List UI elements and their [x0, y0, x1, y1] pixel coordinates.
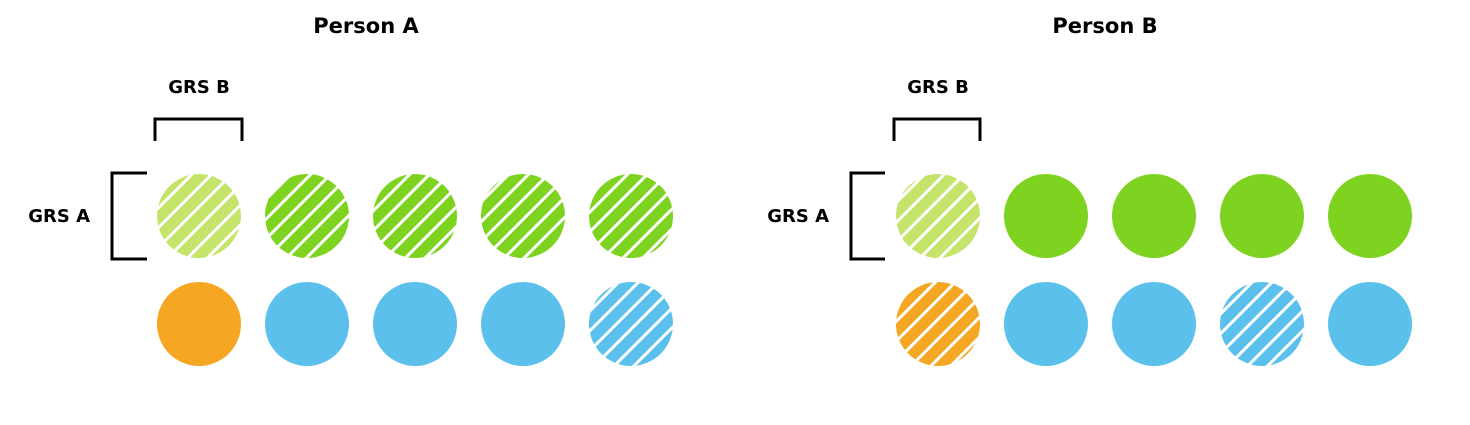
grs-b-bracket-person-a	[153, 117, 244, 141]
allele-circle-a-row2-col3	[373, 282, 457, 366]
allele-circle-a-row1-col2	[265, 174, 349, 258]
grs-a-bracket-person-b	[849, 171, 885, 261]
allele-circle-a-row1-col4	[481, 174, 565, 258]
allele-circle-b-row2-col1	[896, 282, 980, 366]
allele-circle-b-row1-col3	[1112, 174, 1196, 258]
allele-circle-a-row2-col2	[265, 282, 349, 366]
grs-a-label-person-a: GRS A	[28, 206, 90, 227]
allele-circle-a-row1-col1	[157, 174, 241, 258]
panel-person-b: Person B GRS B GRS A	[767, 14, 1412, 366]
panel-title-person-a: Person A	[313, 14, 419, 38]
allele-grid-person-a	[157, 174, 673, 366]
allele-circle-a-row2-col5	[589, 282, 673, 366]
allele-circle-b-row2-col2	[1004, 282, 1088, 366]
grs-b-bracket-person-b	[892, 117, 982, 141]
panel-title-person-b: Person B	[1052, 14, 1157, 38]
allele-circle-b-row2-col4	[1220, 282, 1304, 366]
allele-circle-b-row1-col1	[896, 174, 980, 258]
grs-a-bracket-person-a	[110, 171, 147, 261]
panel-person-a: Person A GRS B GRS A	[28, 14, 673, 366]
grs-b-label-person-b: GRS B	[907, 77, 969, 98]
allele-circle-b-row1-col2	[1004, 174, 1088, 258]
allele-circle-a-row1-col5	[589, 174, 673, 258]
allele-circle-a-row2-col1	[157, 282, 241, 366]
allele-circle-b-row1-col4	[1220, 174, 1304, 258]
allele-grid-person-b	[896, 174, 1412, 366]
grs-b-label-person-a: GRS B	[168, 77, 230, 98]
allele-circle-b-row1-col5	[1328, 174, 1412, 258]
allele-circle-b-row2-col3	[1112, 282, 1196, 366]
allele-circle-b-row2-col5	[1328, 282, 1412, 366]
grs-a-label-person-b: GRS A	[767, 206, 829, 227]
allele-circle-a-row2-col4	[481, 282, 565, 366]
allele-circle-a-row1-col3	[373, 174, 457, 258]
